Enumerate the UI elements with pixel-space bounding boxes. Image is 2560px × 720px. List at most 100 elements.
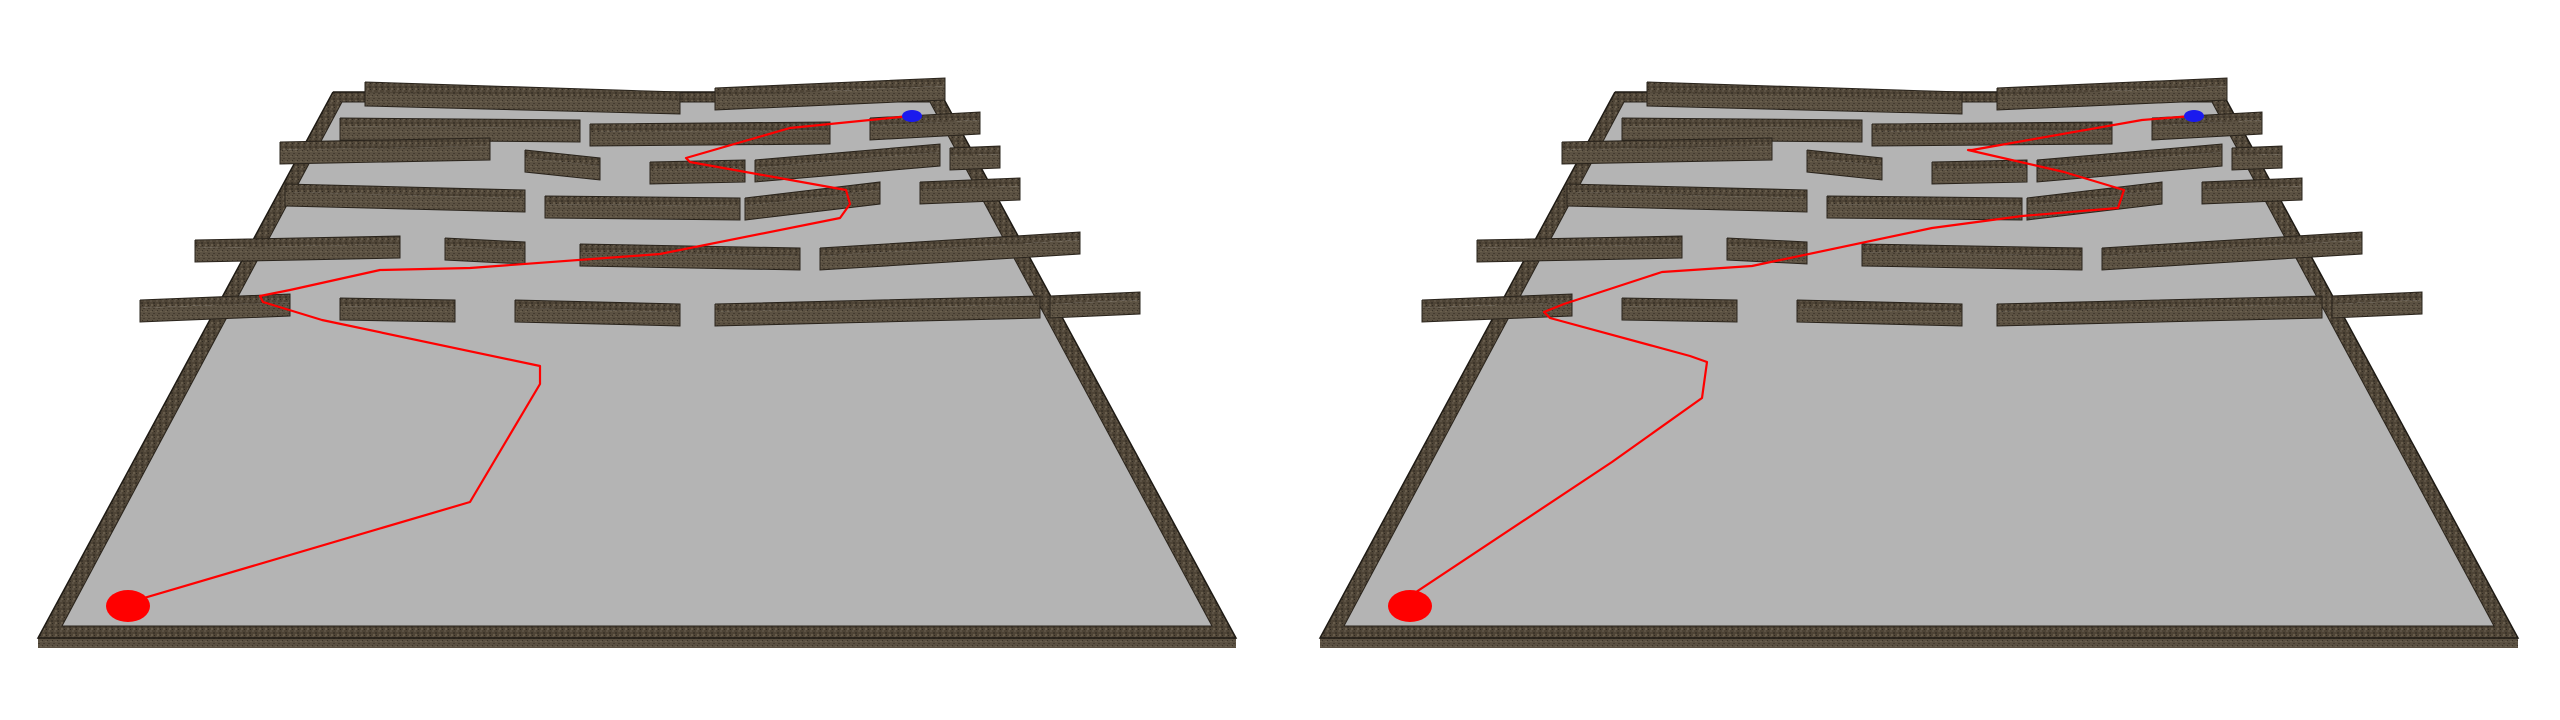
maze-wall-front <box>365 92 680 114</box>
maze-wall-outline <box>2331 291 2423 319</box>
maze-wall-front <box>515 308 680 326</box>
maze-wall-outline <box>1996 77 2228 111</box>
maze-wall-front <box>1622 306 1737 322</box>
maze-wall-outline <box>1726 237 1808 265</box>
maze-wall-front <box>2332 300 2422 318</box>
maze-wall-outline <box>819 231 1081 271</box>
maze-wall <box>365 82 680 100</box>
maze-wall-front <box>445 246 525 264</box>
maze-wall-front <box>195 244 400 262</box>
maze-wall-front <box>2232 154 2282 170</box>
maze-wall-front <box>1797 308 1962 326</box>
maze-wall <box>140 294 290 308</box>
maze-wall <box>1422 294 1572 308</box>
maze-wall-outline <box>1646 81 1963 115</box>
maze-wall-outline <box>524 149 601 181</box>
maze-wall <box>1872 122 2112 132</box>
maze-wall-outline <box>139 293 291 323</box>
maze-wall-outline <box>364 81 681 115</box>
goal-marker <box>2184 110 2204 122</box>
maze-wall-front <box>1622 126 1862 142</box>
maze-wall-outline <box>2201 177 2303 205</box>
maze-wall-front <box>650 168 745 184</box>
maze-wall-front <box>715 304 1040 326</box>
maze-wall <box>285 184 525 198</box>
maze-wall <box>950 146 1000 156</box>
maze-wall-front <box>545 204 740 220</box>
maze-wall-outline <box>1049 291 1141 319</box>
maze-wall-front <box>1647 92 1962 114</box>
maze-wall-outline <box>649 159 746 185</box>
maze-wall-front <box>1562 146 1772 164</box>
maze-wall-front <box>1827 204 2022 220</box>
maze-wall-front <box>1807 158 1882 180</box>
maze-wall-front <box>1477 244 1682 262</box>
maze-wall-front <box>2102 240 2362 270</box>
maze-wall <box>870 112 980 126</box>
maze-wall-outline <box>2231 145 2283 171</box>
maze-wall-outline <box>514 299 681 327</box>
maze-wall <box>745 182 880 206</box>
maze-wall <box>1827 196 2022 206</box>
maze-wall-outline <box>1806 149 1883 181</box>
maze-wall-outline <box>589 121 831 147</box>
maze-wall-outline <box>1931 159 2028 185</box>
maze-wall-front <box>2037 152 2222 182</box>
maze-wall <box>1997 78 2227 96</box>
maze-wall <box>715 78 945 96</box>
maze-frame-front <box>38 638 1236 648</box>
maze-wall-outline <box>2036 143 2223 183</box>
maze-floor <box>61 101 1213 627</box>
solution-path <box>109 114 911 610</box>
maze-wall <box>590 122 830 132</box>
maze-wall <box>715 296 1040 312</box>
maze-floor <box>1343 101 2495 627</box>
maze-wall-outline <box>194 235 401 263</box>
maze-wall <box>1997 296 2322 312</box>
maze-wall-outline <box>1566 183 1808 213</box>
maze-wall <box>2027 182 2162 206</box>
maze-wall-outline <box>1476 235 1683 263</box>
maze-wall-outline <box>339 117 581 143</box>
maze-wall-outline <box>869 111 981 141</box>
start-marker <box>106 590 150 622</box>
maze-wall-outline <box>544 195 741 221</box>
maze-wall-front <box>950 154 1000 170</box>
maze-wall-outline <box>2151 111 2263 141</box>
maze-wall <box>1622 118 1862 128</box>
maze-wall-outline <box>2101 231 2363 271</box>
maze-wall-outline <box>919 177 1021 205</box>
maze-frame-front <box>1320 638 2518 648</box>
maze-wall <box>1567 184 1807 198</box>
maze-wall-front <box>280 146 490 164</box>
maze-wall <box>2232 146 2282 156</box>
maze-wall-front <box>1872 130 2112 146</box>
maze-wall <box>525 150 600 166</box>
solution-path <box>1391 114 2193 609</box>
maze-wall-front <box>755 152 940 182</box>
maze-wall-outline <box>1421 293 1573 323</box>
maze-wall-outline <box>949 145 1001 171</box>
maze-wall-outline <box>1826 195 2023 221</box>
maze-wall <box>2102 232 2362 256</box>
maze-wall-front <box>715 86 945 110</box>
maze-wall-outline <box>1796 299 1963 327</box>
maze-wall-outline <box>1871 121 2113 147</box>
maze-wall-outline <box>284 183 526 213</box>
maze-wall-front <box>2202 186 2302 204</box>
maze-wall <box>1932 160 2027 170</box>
maze-wall-outline <box>339 297 456 323</box>
maze-wall-outline <box>1561 137 1773 165</box>
maze-wall-front <box>525 158 600 180</box>
maze-wall-front <box>340 306 455 322</box>
maze-wall-front <box>1862 252 2082 270</box>
maze-wall <box>340 118 580 128</box>
start-marker <box>1388 590 1432 622</box>
maze-wall-outline <box>714 77 946 111</box>
maze-wall-outline <box>714 295 1041 327</box>
goal-marker <box>902 110 922 122</box>
maze-wall-front <box>1932 168 2027 184</box>
maze-wall-outline <box>1996 295 2323 327</box>
maze-wall-outline <box>1861 243 2083 271</box>
